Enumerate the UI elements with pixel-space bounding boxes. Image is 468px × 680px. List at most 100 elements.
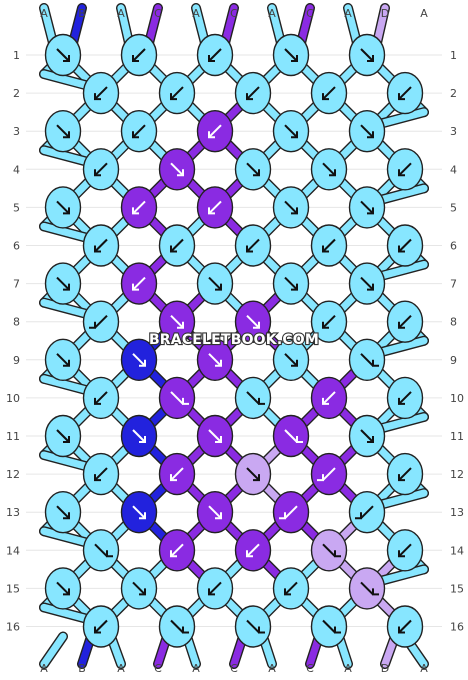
- knot-arrow: [398, 162, 412, 177]
- knot-arrowhead: [291, 131, 298, 139]
- knot-arrowhead: [139, 588, 146, 596]
- knot-grid: [44, 33, 424, 648]
- knot-arrowhead: [132, 55, 139, 62]
- knot-arrowhead: [398, 550, 405, 558]
- knot-arrow: [360, 124, 374, 138]
- knot-arrow: [284, 505, 298, 519]
- knot-arrow: [360, 48, 374, 62]
- bottom-string-label: A: [117, 662, 125, 675]
- knot-arrow: [322, 86, 336, 100]
- knot-arrowhead: [177, 169, 184, 177]
- knot-arrowhead: [398, 474, 405, 482]
- row-number-right: 4: [450, 163, 457, 176]
- knot-arrow: [132, 48, 146, 62]
- row-number-left: 8: [13, 316, 20, 329]
- knot-arrowhead: [367, 283, 374, 291]
- knot-arrowhead: [372, 588, 379, 596]
- knot-arrowhead: [215, 512, 222, 520]
- row-number-left: 5: [13, 201, 20, 214]
- bottom-string-label: A: [40, 662, 48, 675]
- strand-segment: [373, 4, 389, 47]
- knot-arrow: [170, 86, 184, 100]
- knot-arrowhead: [372, 359, 379, 367]
- knot-arrowhead: [89, 321, 96, 329]
- knot-arrowhead: [246, 550, 253, 558]
- knot-arrow: [322, 619, 336, 634]
- knot-arrow: [322, 314, 336, 329]
- row-number-left: 6: [13, 240, 20, 253]
- knot-arrow: [132, 353, 146, 367]
- knot-arrowhead: [398, 397, 405, 405]
- knot-arrow: [398, 467, 412, 481]
- bottom-string-label: A: [192, 662, 200, 675]
- knot-arrowhead: [132, 283, 139, 291]
- strand-segment: [117, 4, 133, 47]
- row-number-right: 16: [450, 621, 464, 634]
- knot-arrow: [322, 162, 336, 177]
- knot-arrow: [398, 238, 412, 253]
- knot-arrow: [208, 276, 222, 291]
- knot-arrowhead: [355, 512, 362, 520]
- knot-arrowhead: [367, 207, 374, 215]
- knot-arrowhead: [63, 512, 70, 520]
- knot-arrow: [284, 48, 298, 62]
- strand-segment: [221, 4, 238, 47]
- knot-arrowhead: [322, 93, 329, 101]
- knot-arrow: [360, 581, 374, 596]
- row-number-left: 3: [13, 125, 20, 138]
- knot-arrow: [94, 314, 108, 329]
- knot-arrowhead: [170, 245, 177, 253]
- knot-arrow: [170, 619, 184, 634]
- top-string-label: A: [268, 7, 276, 20]
- knot-arrowhead: [132, 207, 139, 215]
- knot-arrowhead: [258, 626, 265, 634]
- row-number-right: 10: [450, 392, 464, 405]
- knot-arrow: [246, 238, 260, 253]
- knot-arrowhead: [63, 588, 70, 596]
- knot-arrow: [132, 124, 146, 138]
- knot-arrow: [360, 505, 374, 519]
- row-number-left: 16: [6, 621, 20, 634]
- row-number-left: 11: [6, 430, 20, 443]
- knot-arrowhead: [94, 169, 101, 177]
- knot-arrowhead: [367, 436, 374, 443]
- row-number-right: 8: [450, 316, 457, 329]
- knot-arrow: [56, 48, 70, 62]
- knot-arrow: [208, 505, 222, 519]
- knot-arrow: [208, 200, 222, 215]
- knot-arrowhead: [208, 207, 215, 215]
- knot-arrowhead: [170, 474, 177, 482]
- knot-arrowhead: [208, 588, 215, 596]
- knot-arrow: [398, 391, 412, 405]
- strand-segment: [268, 4, 285, 47]
- knot-arrow: [322, 391, 336, 405]
- knot-arrowhead: [246, 93, 253, 101]
- knot-arrow: [170, 314, 184, 329]
- knot-arrow: [284, 124, 298, 138]
- row-number-right: 11: [450, 430, 464, 443]
- knot-arrowhead: [296, 436, 303, 443]
- knot-arrowhead: [334, 550, 341, 558]
- bottom-string-label: A: [420, 662, 428, 675]
- knot-arrow: [208, 429, 222, 443]
- knot-arrowhead: [367, 55, 374, 62]
- knot-arrowhead: [398, 93, 405, 101]
- knot-arrow: [284, 200, 298, 215]
- knot-arrowhead: [139, 512, 146, 520]
- knot-arrow: [322, 467, 336, 481]
- row-number-right: 2: [450, 87, 457, 100]
- knot-arrow: [360, 429, 374, 443]
- knot-arrow: [94, 467, 108, 481]
- knot-arrowhead: [170, 93, 177, 101]
- bottom-string-label: D: [381, 662, 389, 675]
- strand-segment: [344, 4, 361, 47]
- knot-arrowhead: [291, 359, 298, 367]
- knot-arrow: [398, 86, 412, 100]
- knot-arrow: [246, 314, 260, 329]
- knot-arrowhead: [94, 397, 101, 405]
- row-number-right: 5: [450, 201, 457, 214]
- strand-segment: [40, 4, 57, 47]
- knot-arrowhead: [170, 550, 177, 558]
- knot-arrowhead: [284, 588, 291, 596]
